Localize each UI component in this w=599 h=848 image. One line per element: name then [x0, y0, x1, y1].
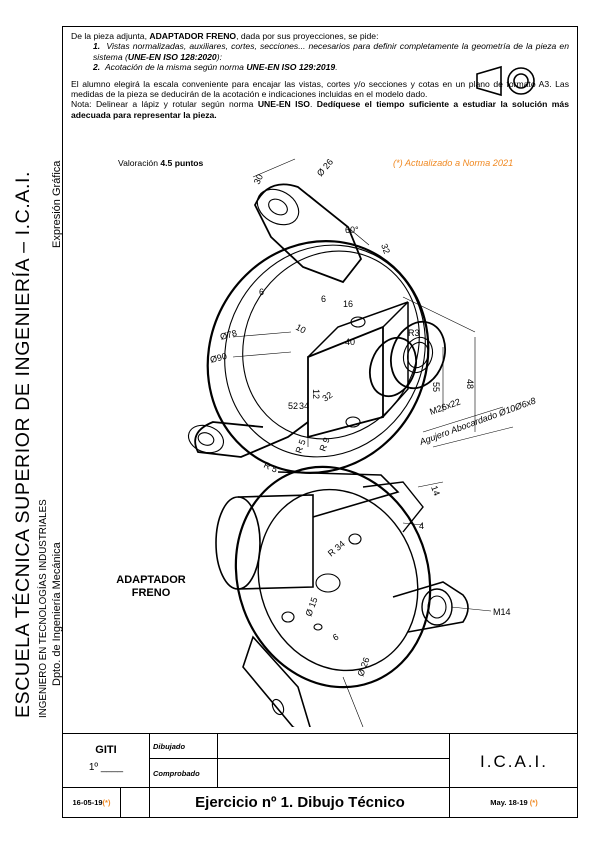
dim-r34: R 34 [326, 539, 347, 559]
dim-d40: 40 [345, 337, 355, 347]
dim-agujero: Agujero Abocardado Ø10Ø6x8 [417, 395, 537, 447]
updated-note: (*) Actualizado a Norma 2021 [393, 158, 514, 168]
item-1-number: 1. [93, 41, 101, 52]
note-norm: UNE-EN ISO [257, 99, 310, 110]
dim-d14: 14 [429, 484, 442, 497]
isometric-drawings: Ø 26 30 60° 32 6 6 16 10 Ø78 Ø90 40 R3 5… [187, 157, 537, 727]
part-name-line-1: ADAPTADOR [116, 574, 186, 586]
title-block: GITI 1º ____ Dibujado Comprobado I.C.A.I… [63, 733, 577, 817]
dim-d16: 16 [343, 299, 353, 309]
dim-r3: R3 [408, 328, 420, 338]
item-2-norm: UNE-EN ISO 129:2019 [246, 62, 336, 73]
dim-a60: 60° [345, 225, 359, 235]
school-abbreviation: I.C.A.I. [480, 752, 548, 771]
part-name-label: ADAPTADOR FRENO [91, 574, 211, 600]
degree-name: INGENIERO EN TECNOLOGÍAS INDUSTRIALES [38, 499, 49, 718]
part-name-line-2: FRENO [131, 587, 171, 599]
note-a: Nota: Delinear a lápiz y rotular según n… [71, 99, 258, 110]
item-1: 1. Vistas normalizadas, auxiliares, cort… [93, 41, 569, 62]
valuation-label: Valoración [118, 158, 161, 168]
dimension-labels: Ø 26 30 60° 32 6 6 16 10 Ø78 Ø90 40 R3 5… [209, 157, 537, 678]
dim-r5-a: R 5 [262, 460, 279, 475]
date-cell: 16-05-19(*) [63, 788, 120, 817]
dim-d78: Ø78 [219, 328, 238, 342]
dim-r5-b: R 5 [293, 438, 307, 455]
dim-d10: 10 [294, 322, 308, 336]
valuation-points: 4.5 puntos [160, 158, 204, 168]
dim-d52: 52 [288, 401, 298, 411]
dim-d12: 12 [311, 389, 321, 399]
drawing-sheet: De la pieza adjunta, ADAPTADOR FRENO, da… [62, 26, 578, 818]
valuation: Valoración 4.5 puntos [118, 158, 203, 168]
dim-d6-left: 6 [259, 287, 264, 297]
dim-r9: R 9 [317, 436, 331, 453]
dim-d48: 48 [465, 379, 475, 389]
dim-d32: 32 [379, 242, 392, 255]
dim-d90: Ø90 [209, 351, 228, 365]
dim-d30: 30 [252, 173, 265, 186]
item-1-norm: UNE-EN ISO 128:2020 [127, 51, 217, 62]
note-emphasis: Dedíquese el tiempo suficiente a estudia… [71, 99, 569, 120]
item-2-number: 2. [93, 62, 101, 73]
dim-d34: 34 [299, 401, 309, 411]
note-paragraph: Nota: Delinear a lápiz y rotular según n… [71, 99, 569, 120]
dim-d26-top: Ø 26 [315, 157, 335, 178]
exercise-statement: De la pieza adjunta, ADAPTADOR FRENO, da… [71, 31, 569, 120]
dim-d6: 6 [321, 294, 326, 304]
intro-a: De la pieza adjunta, [71, 31, 150, 41]
date: 16-05-19 [72, 798, 103, 807]
dim-d15: Ø 15 [303, 596, 319, 618]
note-c: . [309, 99, 317, 110]
dim-d32b: 32 [320, 390, 334, 404]
part-title: ADAPTADOR FRENO [149, 31, 237, 41]
period-mark: (*) [529, 798, 538, 807]
item-1-text: Vistas normalizadas, auxiliares, cortes,… [93, 41, 569, 62]
item-2-end: . [335, 62, 338, 73]
item-1-end: ): [216, 51, 222, 62]
course-year: 1º ____ [88, 761, 124, 773]
bottom-view-geometry [215, 465, 492, 727]
scale-paragraph: El alumno elegirá la escala conveniente … [71, 78, 569, 100]
item-2-text: Acotación de la misma según norma [104, 62, 247, 73]
date-mark: (*) [102, 798, 111, 807]
dim-d4: 4 [419, 521, 424, 531]
checked-by-label: Comprobado [153, 768, 200, 778]
school-name: ESCUELA TÉCNICA SUPERIOR DE INGENIERÍA –… [12, 170, 34, 718]
dim-m14: M14 [493, 607, 511, 617]
period-cell: May. 18-19 (*) [451, 788, 577, 817]
drawn-by-label: Dibujado [153, 741, 186, 751]
intro-c: , dada por sus proyecciones, se pide: [236, 31, 379, 41]
dim-d55: 55 [431, 382, 441, 392]
sidebar: ESCUELA TÉCNICA SUPERIOR DE INGENIERÍA –… [0, 26, 63, 818]
projection-symbol [476, 65, 535, 97]
exercise-title: Ejercicio nº 1. Dibujo Técnico [195, 794, 405, 811]
intro-line: De la pieza adjunta, ADAPTADOR FRENO, da… [71, 31, 569, 41]
dim-m26: M26x22 [428, 397, 462, 417]
period: May. 18-19 [490, 798, 528, 807]
dim-d6b: 6 [331, 632, 340, 643]
top-view-geometry [187, 158, 514, 474]
degree-code: GITI [95, 744, 117, 756]
item-2: 2. Acotación de la misma según norma UNE… [93, 62, 569, 72]
